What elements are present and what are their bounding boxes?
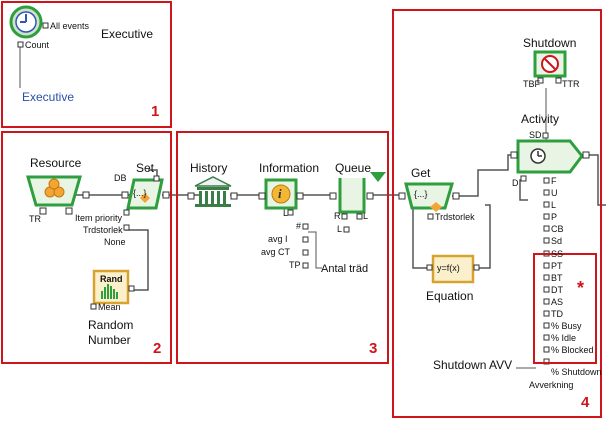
activity-output-l: L <box>551 200 557 210</box>
get-glyph: {...} <box>414 189 428 199</box>
set-attr-none: None <box>104 237 126 247</box>
queue-port-l: L <box>363 211 369 221</box>
activity-block[interactable] <box>510 132 590 182</box>
shutdown-block[interactable] <box>533 50 567 84</box>
activity-output-bt: BT <box>551 273 563 283</box>
activity-output-idle: % Idle <box>551 333 577 343</box>
history-block[interactable] <box>187 176 238 207</box>
information-port-tp: TP <box>289 260 301 270</box>
activity-output-busy: % Busy <box>551 321 582 331</box>
resource-block[interactable] <box>26 175 90 215</box>
queue-title: Queue <box>335 161 372 175</box>
region-2-outline <box>1 131 172 364</box>
information-title: Information <box>259 161 320 175</box>
activity-output-sd: Sd <box>551 236 563 246</box>
port-mean: Mean <box>98 302 121 312</box>
executive-block-title: Executive <box>101 27 154 41</box>
activity-output-u: U <box>551 188 558 198</box>
avverkning-label: Avverkning <box>529 380 574 390</box>
information-port-l: L <box>283 208 289 218</box>
port-db: DB <box>114 173 127 183</box>
information-block[interactable] <box>258 178 309 269</box>
rand-icon-text: Rand <box>100 274 123 284</box>
activity-output-shutdown: % Shutdown <box>551 367 602 377</box>
port-tr: TR <box>29 214 41 224</box>
information-port-avg-i: avg I <box>268 234 288 244</box>
get-attr-trdstorlek: Trdstorlek <box>435 212 475 222</box>
information-port-avg-ct: avg CT <box>261 247 291 257</box>
region-number-2: 2 <box>153 340 162 357</box>
executive-icon-label: Executive <box>22 90 75 104</box>
port-tbf: TBF <box>523 79 540 89</box>
activity-output-td: TD <box>551 309 563 319</box>
region-number-4: 4 <box>581 394 590 411</box>
activity-output-as: AS <box>551 297 564 307</box>
highlight-outline <box>533 253 597 364</box>
information-icon: i <box>278 186 282 201</box>
activity-port-sd: SD <box>529 130 542 140</box>
set-glyph: {...} <box>133 188 147 198</box>
shutdown-title: Shutdown <box>523 36 577 50</box>
activity-port-d: D <box>512 178 519 188</box>
shutdown-avv-label: Shutdown AVV <box>433 358 513 372</box>
port-ttr: TTR <box>562 79 580 89</box>
rand-title-line2: Number <box>88 333 131 347</box>
equation-title: Equation <box>426 289 474 303</box>
equation-block[interactable] <box>426 254 480 284</box>
activity-output-cb: CB <box>551 224 564 234</box>
set-title: Set <box>136 161 155 175</box>
activity-output-ss: SS <box>551 249 564 259</box>
set-attr-trdstorlek: Trdstorlek <box>83 225 123 235</box>
get-title: Get <box>411 166 431 180</box>
resource-title: Resource <box>30 156 82 170</box>
activity-output-pt: PT <box>551 261 563 271</box>
region-number-1: 1 <box>151 103 160 120</box>
queue-block[interactable] <box>329 172 386 233</box>
port-count: Count <box>25 40 50 50</box>
port-all-events: All events <box>50 21 90 31</box>
region-number-3: 3 <box>369 340 378 357</box>
queue-port-l2: L <box>337 224 343 234</box>
region-4-outline <box>392 9 602 418</box>
equation-icon-text: y=f(x) <box>437 263 460 273</box>
antal-trad-annotation: Antal träd <box>321 263 369 275</box>
activity-output-dt: DT <box>551 285 563 295</box>
activity-output-blocked: % Blocked <box>551 345 594 355</box>
asterisk-mark: * <box>577 278 585 298</box>
activity-title: Activity <box>521 112 560 126</box>
set-attr-item-priority: Item priority <box>75 213 123 223</box>
region-1-outline <box>1 1 172 128</box>
activity-output-p: P <box>551 212 558 222</box>
queue-port-r: R <box>334 211 341 221</box>
random-number-block[interactable] <box>90 269 135 310</box>
set-block[interactable] <box>121 175 170 231</box>
region-3-outline <box>176 131 389 364</box>
information-port-count: # <box>296 221 302 231</box>
get-block[interactable] <box>398 182 460 220</box>
activity-output-f: F <box>551 176 557 186</box>
history-title: History <box>190 161 228 175</box>
executive-block[interactable] <box>9 5 49 48</box>
rand-title-line1: Random <box>88 318 134 332</box>
